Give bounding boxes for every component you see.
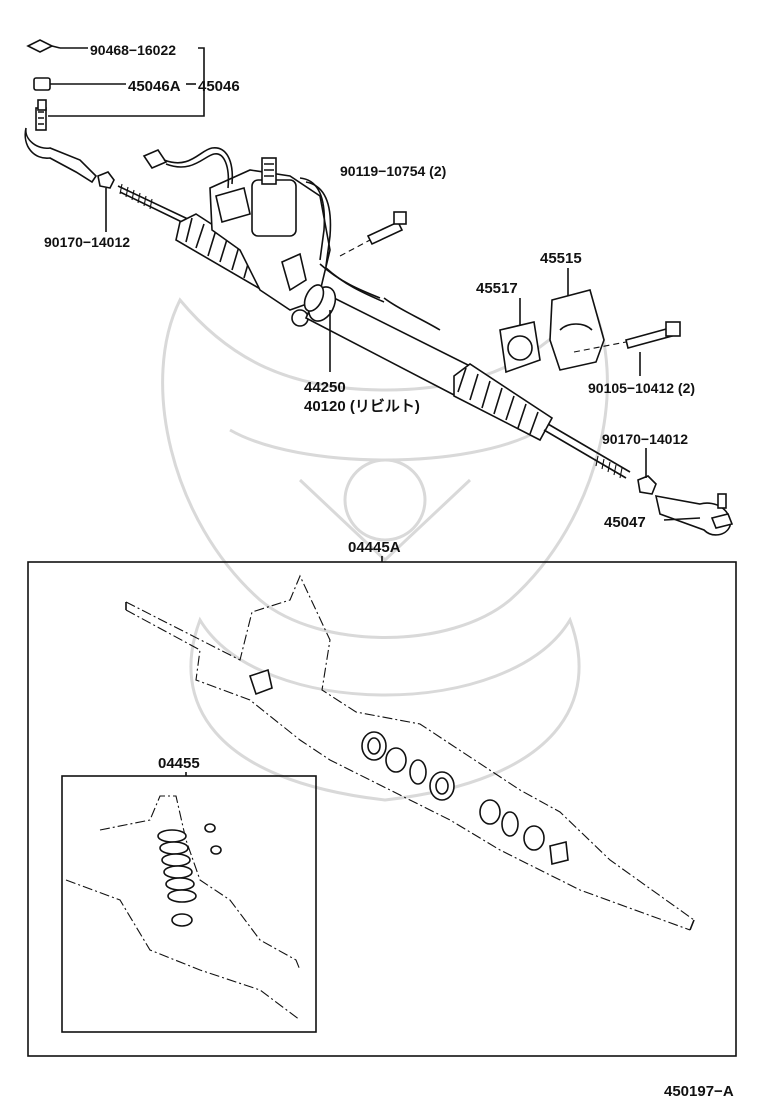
bolt-90105-icon — [625, 321, 681, 349]
sensor-wire — [142, 147, 234, 189]
rack-end-right — [543, 423, 631, 479]
leader-lines-top — [48, 47, 701, 521]
stud-bolt-icon — [37, 99, 47, 111]
kit-04455-frame — [61, 775, 317, 1033]
bracket-45517 — [499, 321, 541, 374]
label-90170-right: 90170−14012 — [602, 431, 688, 447]
label-45046: 45046 — [198, 78, 240, 95]
gear-housing — [209, 157, 331, 327]
kit-seal-parts — [248, 668, 569, 865]
rack-end-left — [117, 183, 191, 225]
label-kit-04455: 04455 — [158, 755, 200, 772]
label-90119: 90119−10754 (2) — [340, 163, 446, 179]
label-45517: 45517 — [476, 280, 518, 297]
castle-nut-icon — [33, 77, 51, 91]
lock-nut-left-icon — [97, 171, 115, 189]
tie-rod-end-left — [24, 107, 98, 184]
clamp-45515 — [549, 289, 605, 371]
label-40120: 40120 (リビルト) — [304, 398, 420, 415]
tie-rod-end-right — [654, 493, 734, 536]
label-kit-04445a: 04445A — [348, 539, 401, 556]
label-90468: 90468−16022 — [90, 42, 176, 58]
label-45046a: 45046A — [128, 78, 181, 95]
diagram-id: 450197−A — [664, 1083, 734, 1100]
lock-nut-right-icon — [637, 475, 657, 495]
label-44250: 44250 — [304, 379, 346, 396]
label-45515: 45515 — [540, 250, 582, 267]
fluid-pipes — [299, 177, 441, 331]
label-45047: 45047 — [604, 514, 646, 531]
watermark-emblem — [161, 297, 609, 802]
kit-04445a-frame — [27, 561, 737, 1057]
kit-rack-outline — [125, 574, 695, 931]
label-90105: 90105−10412 (2) — [588, 380, 695, 396]
label-90170-left: 90170−14012 — [44, 234, 130, 250]
kit-sub-spring-parts — [157, 823, 222, 927]
bolt-90119-icon — [366, 211, 407, 246]
dust-boot-right — [453, 363, 554, 442]
cotter-pin-icon — [26, 39, 61, 53]
kit-sub-housing-outline — [65, 795, 301, 1021]
